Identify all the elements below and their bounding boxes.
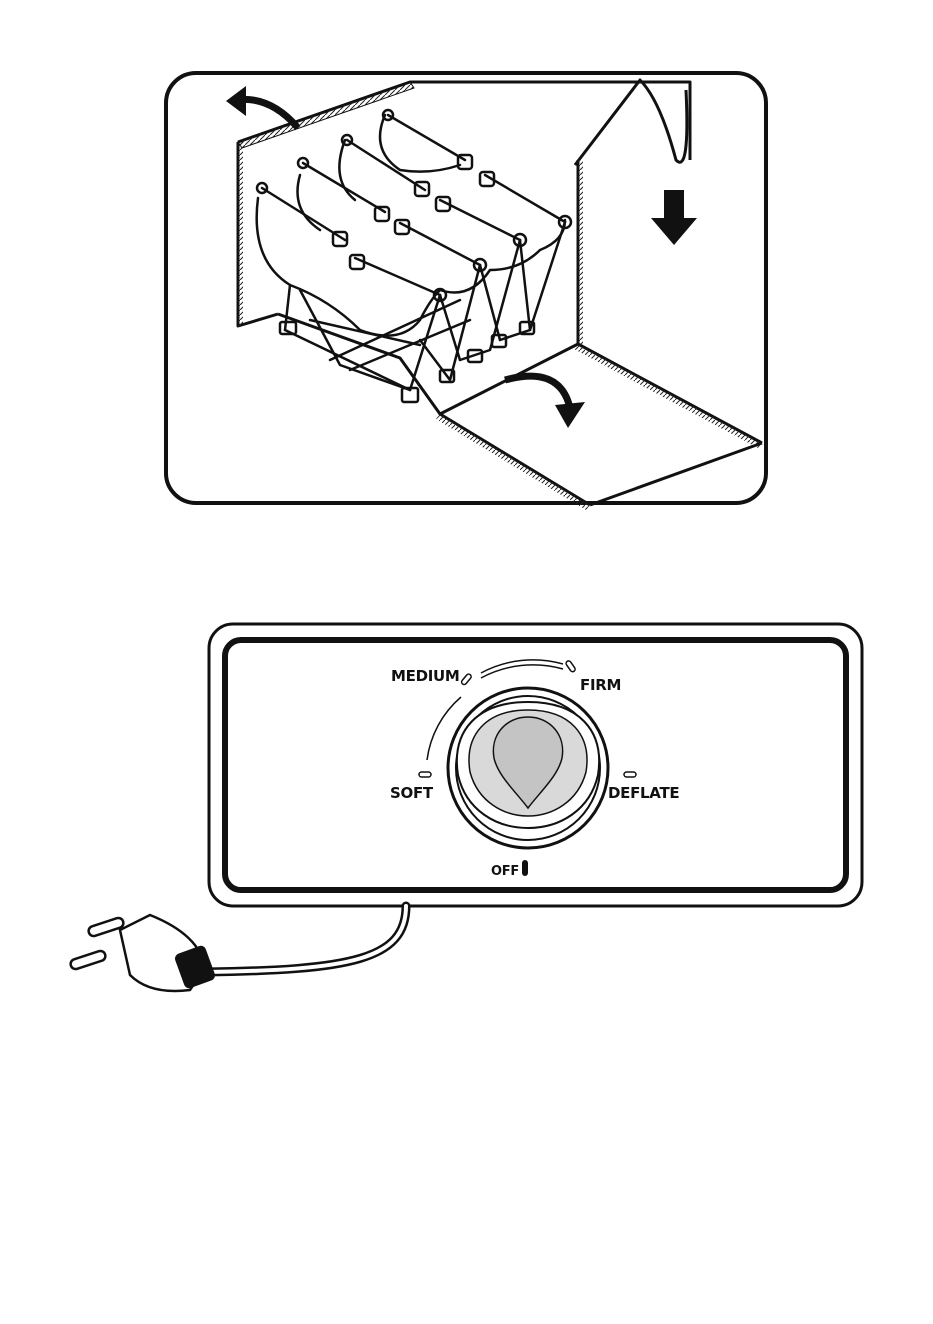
label-off: OFF: [491, 864, 519, 879]
control-panel: MEDIUM FIRM SOFT DEFLATE OFF: [209, 624, 862, 906]
label-firm: FIRM: [580, 676, 621, 694]
label-medium: MEDIUM: [391, 667, 460, 685]
unboxing-illustration: [166, 73, 766, 510]
label-deflate: DEFLATE: [608, 784, 679, 802]
firmness-dial[interactable]: [448, 688, 608, 848]
off-tick: [522, 860, 528, 876]
label-soft: SOFT: [390, 784, 434, 802]
plug-icon: [69, 915, 215, 991]
power-cord: [205, 906, 406, 972]
